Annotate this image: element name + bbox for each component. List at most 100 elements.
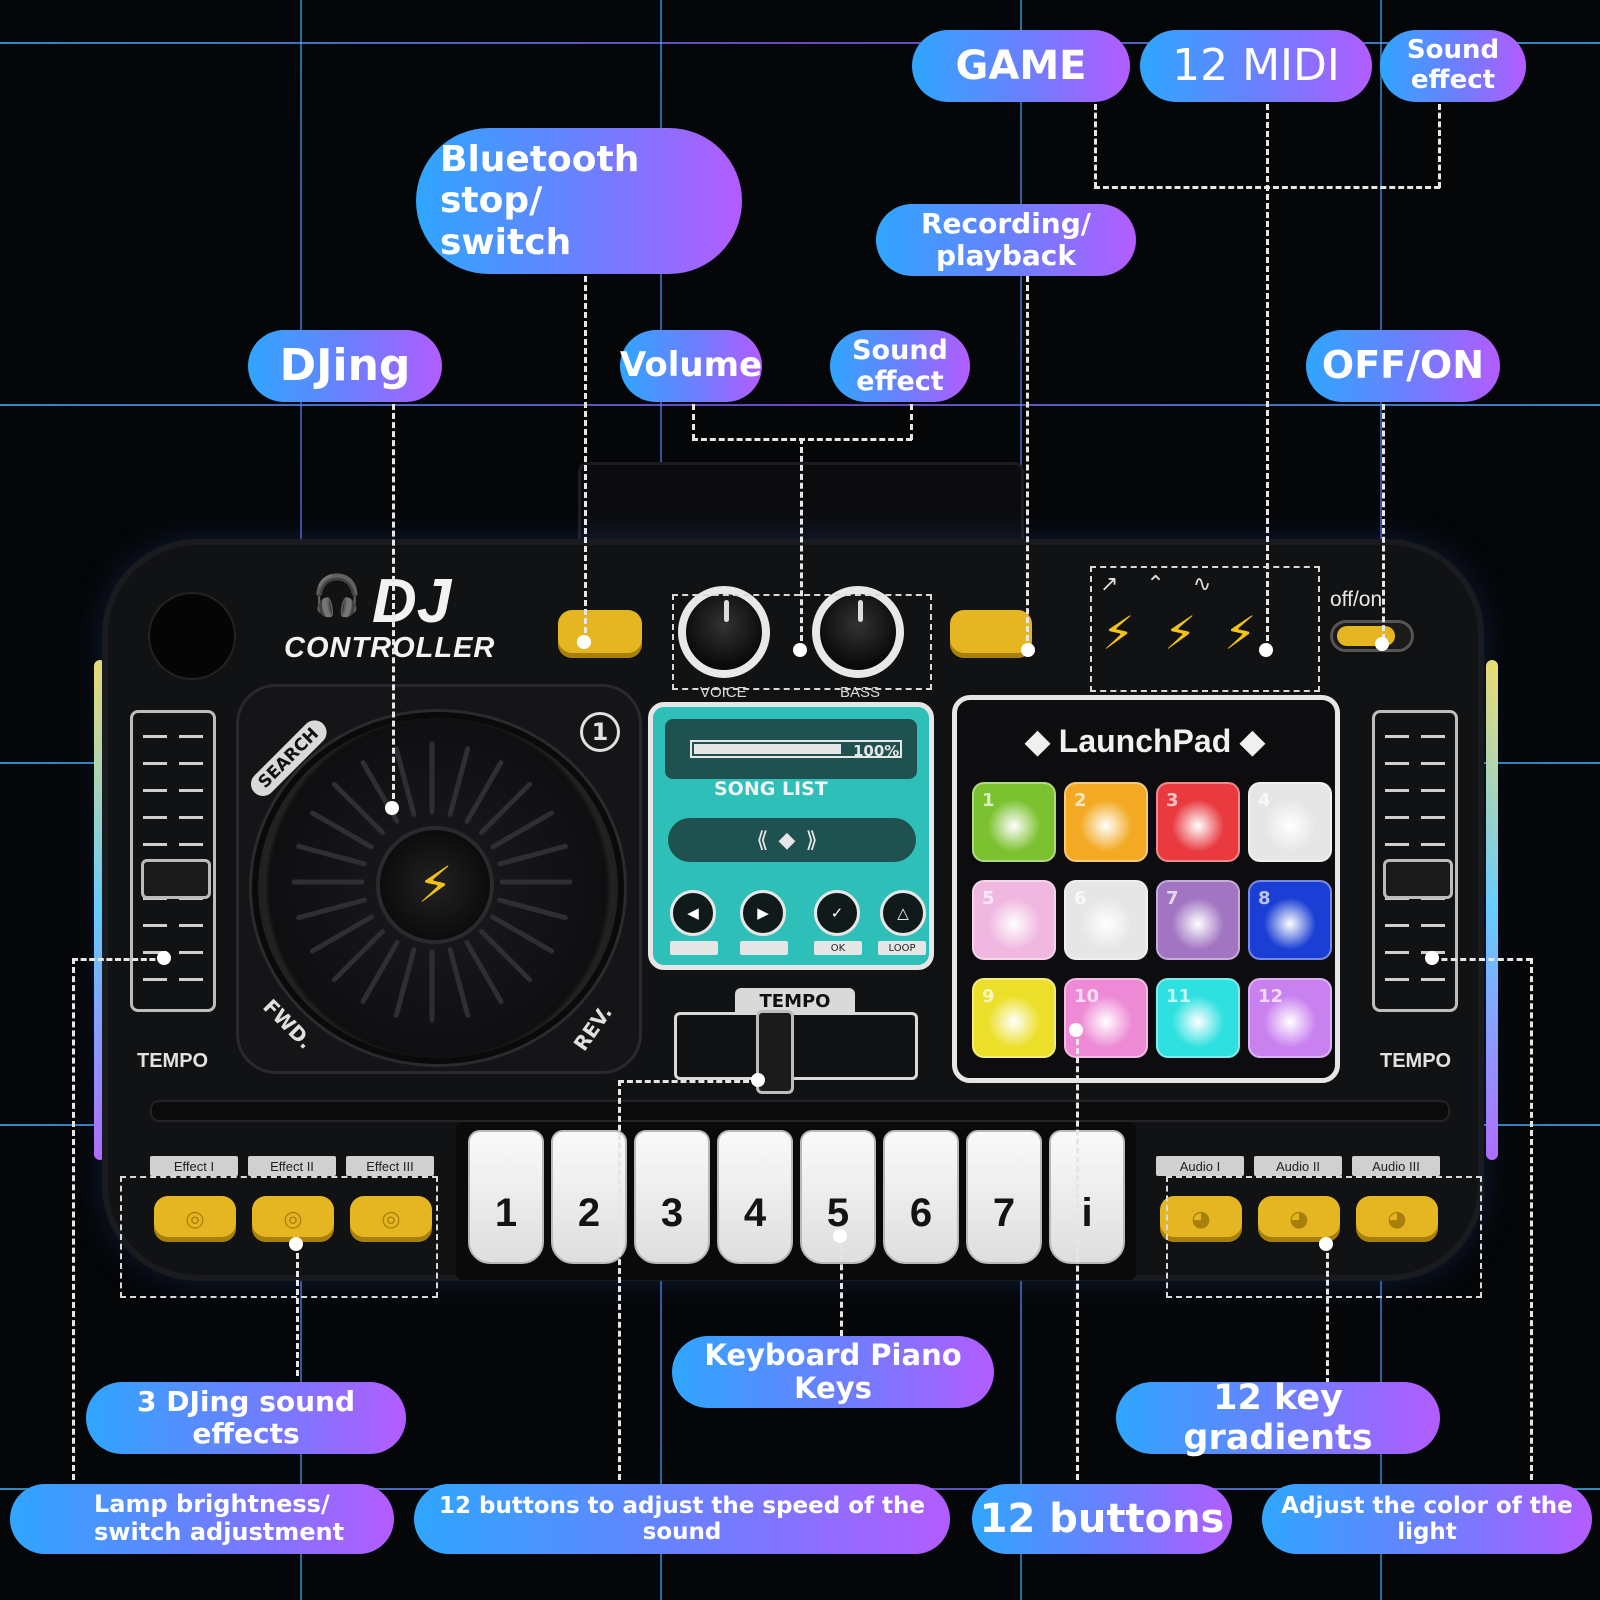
connector-box <box>1090 566 1320 692</box>
connector <box>1266 104 1269 650</box>
effect-2-button[interactable]: ◎ <box>252 1196 334 1242</box>
piano-key[interactable]: 2 <box>551 1130 627 1264</box>
bluetooth-button[interactable] <box>558 610 642 658</box>
piano-key[interactable]: 4 <box>717 1130 793 1264</box>
pad-number: 2 <box>1074 790 1087 811</box>
arrow-band-icon: ⟪◆⟫ <box>668 818 916 862</box>
effect-1-button[interactable]: ◎ <box>154 1196 236 1242</box>
launchpad-pad[interactable]: 2 <box>1064 782 1148 862</box>
effect-3-button[interactable]: ◎ <box>350 1196 432 1242</box>
callout-lamp-brightness: Lamp brightness/ switch adjustment <box>10 1484 394 1554</box>
power-switch[interactable] <box>1330 620 1414 652</box>
connector <box>840 1236 843 1336</box>
connector <box>618 1080 621 1480</box>
connector <box>800 438 803 650</box>
callout-midi: 12 MIDI <box>1140 30 1372 102</box>
fader-tick <box>1421 843 1445 846</box>
effect-3-label: Effect III <box>346 1156 434 1176</box>
tempo-fader-right[interactable] <box>1372 710 1458 1012</box>
tempo-slider[interactable] <box>674 1012 918 1080</box>
callout-sound-effect-top: Sound effect <box>1380 30 1526 102</box>
tempo-fader-left[interactable] <box>130 710 216 1012</box>
tempo-label-right: TEMPO <box>1380 1050 1452 1072</box>
audio-1-label: Audio I <box>1156 1156 1244 1176</box>
progress-fill <box>694 744 841 754</box>
launchpad-pad[interactable]: 11 <box>1156 978 1240 1058</box>
fader-handle[interactable] <box>141 859 211 899</box>
audio-3-button[interactable]: ◕ <box>1356 1196 1438 1242</box>
piano-key[interactable]: 7 <box>966 1130 1042 1264</box>
bass-knob[interactable] <box>812 586 904 678</box>
lightning-icon[interactable]: ⚡ <box>1102 606 1135 660</box>
lightning-icon[interactable]: ⚡ <box>1164 606 1197 660</box>
loop-button[interactable]: △ <box>880 890 926 936</box>
launchpad-pad[interactable]: 12 <box>1248 978 1332 1058</box>
marker-dot <box>793 643 807 657</box>
piano-key[interactable]: 5 <box>800 1130 876 1264</box>
piano-key[interactable]: 6 <box>883 1130 959 1264</box>
launchpad-pad[interactable]: 4 <box>1248 782 1332 862</box>
lightning-icon[interactable]: ⚡ <box>376 826 494 944</box>
record-playback-button[interactable] <box>950 610 1032 658</box>
callout-twelve-buttons: 12 buttons <box>972 1484 1232 1554</box>
callout-off-on: OFF/ON <box>1306 330 1500 402</box>
pad-number: 10 <box>1074 986 1100 1007</box>
piano-key[interactable]: 1 <box>468 1130 544 1264</box>
pad-number: 11 <box>1166 986 1192 1007</box>
pad-number: 1 <box>982 790 995 811</box>
grid-line <box>0 42 1600 44</box>
fader-tick <box>1385 735 1409 738</box>
song-list-label: SONG LIST <box>714 778 828 800</box>
pad-number: 3 <box>1166 790 1179 811</box>
fader-tick <box>1385 816 1409 819</box>
audio-2-label: Audio II <box>1254 1156 1342 1176</box>
marker-dot <box>289 1237 303 1251</box>
next-label <box>740 941 788 955</box>
launchpad-pad[interactable]: 8 <box>1248 880 1332 960</box>
fader-tick <box>143 735 167 738</box>
marker-dot <box>577 635 591 649</box>
marker-dot <box>385 801 399 815</box>
fader-tick <box>1385 762 1409 765</box>
piano-key[interactable]: 3 <box>634 1130 710 1264</box>
fader-tick <box>179 843 203 846</box>
divider <box>150 1100 1450 1122</box>
connector <box>1076 1030 1079 1480</box>
marker-dot <box>1259 643 1273 657</box>
prev-button[interactable]: ◀ <box>670 890 716 936</box>
mode-one-button[interactable]: 1 <box>580 712 620 752</box>
connector <box>584 276 587 642</box>
ok-button[interactable]: ✓ <box>814 890 860 936</box>
callout-key-gradients: 12 key gradients <box>1116 1378 1440 1458</box>
launchpad-pad[interactable]: 7 <box>1156 880 1240 960</box>
launchpad-pad[interactable]: 9 <box>972 978 1056 1058</box>
voice-knob[interactable] <box>678 586 770 678</box>
lightning-icon[interactable]: ⚡ <box>1224 606 1257 660</box>
headphone-icon: 🎧 <box>312 573 362 619</box>
launchpad-pad[interactable]: 6 <box>1064 880 1148 960</box>
marker-dot <box>1319 1237 1333 1251</box>
piano-key[interactable]: i <box>1049 1130 1125 1264</box>
audio-1-button[interactable]: ◕ <box>1160 1196 1242 1242</box>
fader-tick <box>143 951 167 954</box>
connector <box>1432 958 1532 961</box>
fader-tick <box>179 762 203 765</box>
launchpad-title: ◆ LaunchPad ◆ <box>1025 723 1265 759</box>
audio-2-button[interactable]: ◕ <box>1258 1196 1340 1242</box>
fader-tick <box>179 816 203 819</box>
fader-tick <box>1421 978 1445 981</box>
pad-number: 5 <box>982 888 995 909</box>
fader-handle[interactable] <box>1383 859 1453 899</box>
fader-tick <box>1421 816 1445 819</box>
connector <box>692 404 695 440</box>
grid-line <box>0 404 1600 406</box>
launchpad-pad[interactable]: 1 <box>972 782 1056 862</box>
fader-tick <box>179 951 203 954</box>
connector <box>1530 958 1533 1480</box>
connector <box>72 958 75 1480</box>
launchpad-pad[interactable]: 3 <box>1156 782 1240 862</box>
launchpad-pad[interactable]: 5 <box>972 880 1056 960</box>
next-button[interactable]: ▶ <box>740 890 786 936</box>
fader-tick <box>1421 789 1445 792</box>
